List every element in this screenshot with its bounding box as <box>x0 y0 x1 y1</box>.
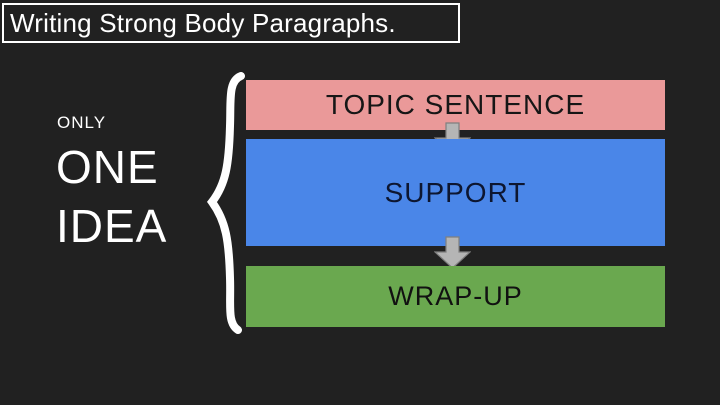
topic-sentence-label: TOPIC SENTENCE <box>325 89 586 120</box>
down-arrow-icon <box>434 236 471 269</box>
title-border-box: Writing Strong Body Paragraphs. <box>2 3 460 43</box>
flow-box-wrap-up: WRAP-UP <box>246 266 665 327</box>
page-title: Writing Strong Body Paragraphs. <box>10 7 396 38</box>
flow-box-topic-sentence: TOPIC SENTENCE <box>246 80 665 130</box>
flow-box-support: SUPPORT <box>246 139 665 246</box>
support-label: SUPPORT <box>384 176 527 208</box>
wrap-up-label: WRAP-UP <box>388 281 523 311</box>
only-label: ONLY <box>57 113 107 132</box>
one-idea-label: ONE IDEA <box>56 141 168 252</box>
curly-brace-icon <box>206 72 245 334</box>
